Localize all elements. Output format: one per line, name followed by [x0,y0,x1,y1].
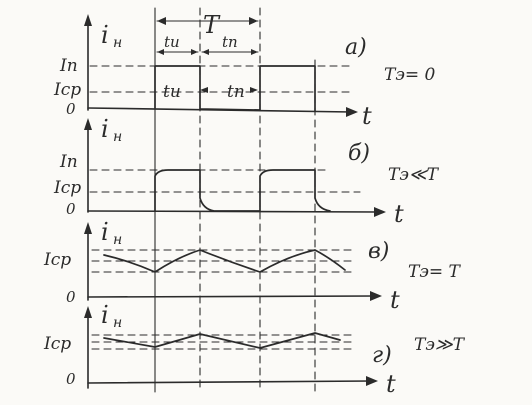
panel-d-time-axis-label: t [386,370,396,398]
panel-a-condition: Tэ= 0 [384,65,436,85]
period-label: T [203,11,221,39]
svg-text:н: н [113,232,122,248]
panel-c-current-axis-label: i [101,218,109,246]
panel-a-time-axis-label: t [362,102,372,130]
panel-c: i н t Iср 0 в) Tэ= T [43,218,462,314]
pause-time-label-top: tп [222,33,238,51]
panel-b: i н t Iп Iср 0 б) Tэ≪T [53,115,440,228]
panel-c-level-avg: Iср [43,250,71,270]
panel-b-level-avg: Iср [53,178,81,198]
panel-c-letter: в) [368,239,389,264]
panel-b-current-axis-label: i [101,115,109,143]
panel-b-origin: 0 [66,200,76,218]
panel-a-origin: 0 [66,100,76,118]
pulse-time-label-top: tи [164,33,180,51]
panel-c-origin: 0 [66,288,76,306]
panel-b-condition: Tэ≪T [388,165,440,185]
svg-text:н: н [113,129,122,145]
panel-d: i н t Iср 0 г) Tэ≫T [43,301,466,398]
panel-a-letter: а) [345,35,367,60]
panel-b-letter: б) [348,141,370,166]
panel-d-letter: г) [372,343,392,368]
period-dimensions: T tи tп [156,11,259,55]
svg-text:н: н [113,315,122,331]
panel-d-level-avg: Iср [43,334,71,354]
panel-c-condition: Tэ= T [408,262,462,282]
panel-b-time-axis-label: t [394,200,404,228]
panel-d-origin: 0 [66,370,76,388]
panel-b-level-pulse: Iп [59,152,78,172]
panel-c-x-axis [87,295,377,298]
panel-a-pause-time-label: tп [227,82,245,102]
panel-b-current-waveform [154,169,331,212]
panel-a: i н t Iп Iср 0 tи tп а) Tэ= 0 [53,14,436,130]
panel-a-pulse-time-label: tи [163,82,181,102]
panel-d-x-axis [87,380,373,384]
panel-c-time-axis-label: t [390,286,400,314]
panel-a-current-waveform [154,65,316,112]
svg-text:н: н [113,35,122,51]
panel-a-level-avg: Iср [53,80,81,100]
panel-d-current-waveform [103,332,341,349]
panel-a-level-pulse: Iп [59,56,78,76]
panel-d-condition: Tэ≫T [414,335,466,355]
panel-c-current-waveform [103,249,346,273]
panel-d-current-axis-label: i [101,301,109,329]
panel-a-current-axis-label: i [101,21,109,49]
